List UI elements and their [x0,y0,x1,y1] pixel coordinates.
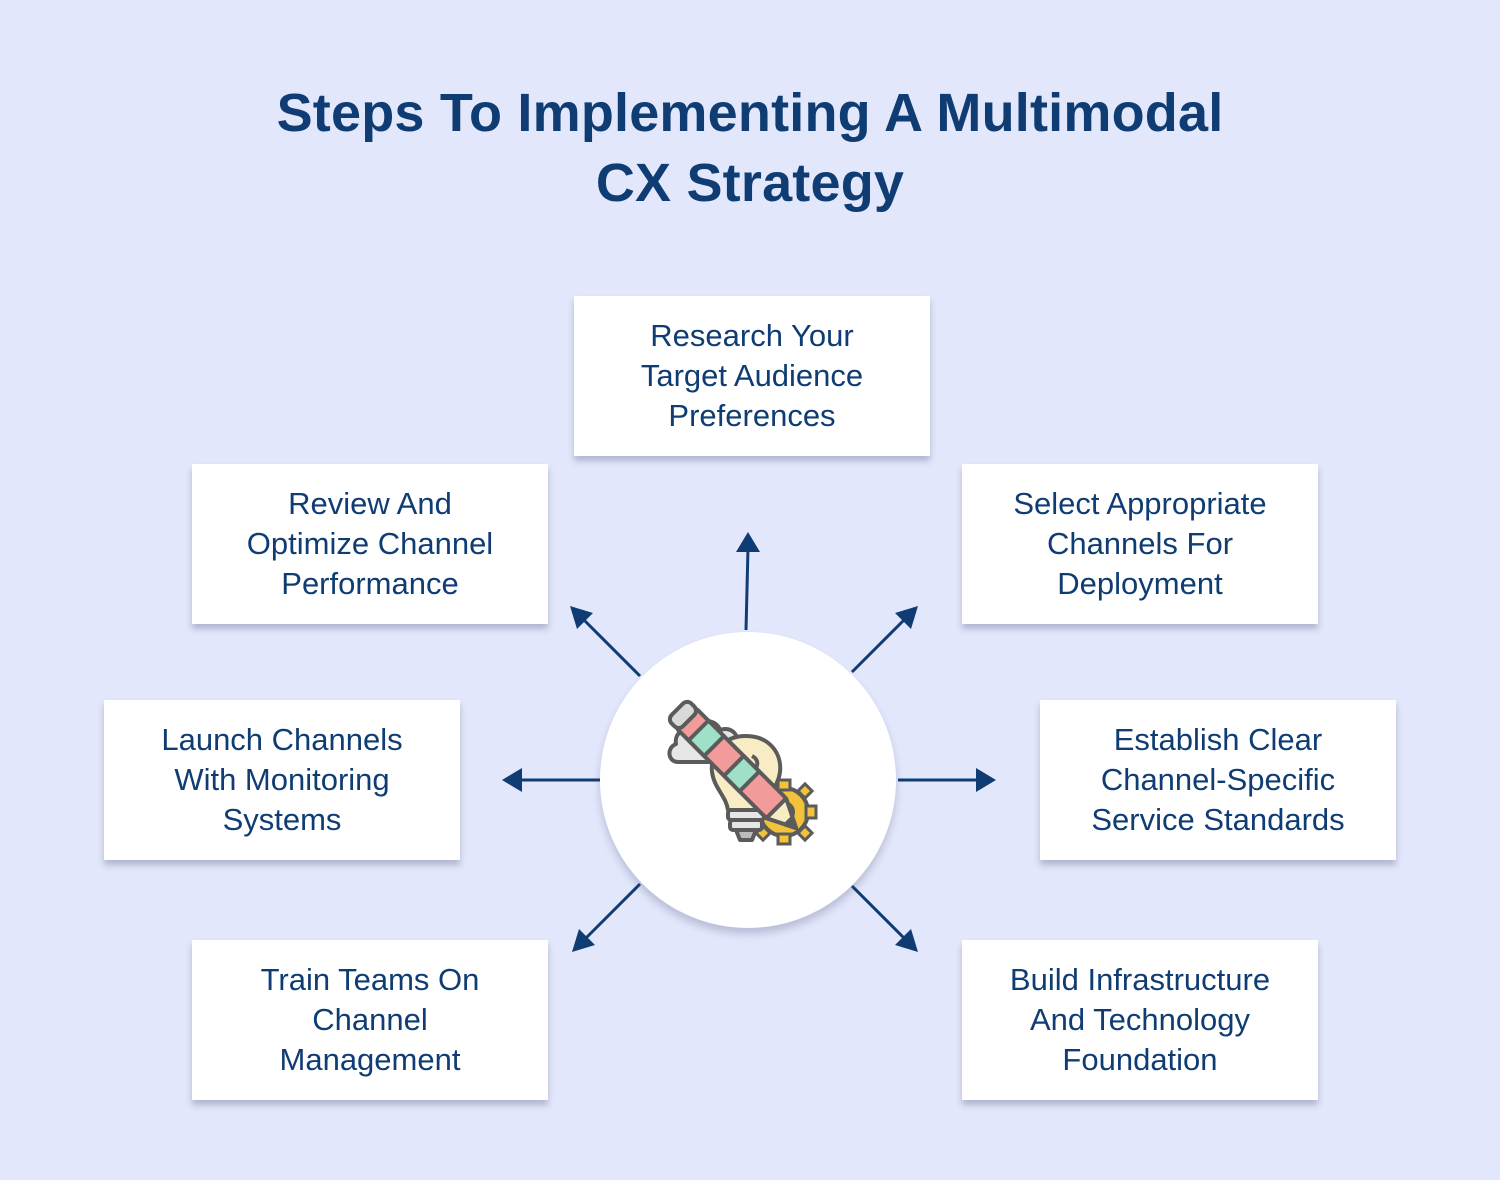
step-label: Build Infrastructure And Technology Foun… [1009,962,1271,1077]
arrow-to-review [582,618,642,678]
arrow-to-train [584,882,642,940]
arrowhead-establish [976,768,996,792]
step-launch-channels: Launch Channels With Monitoring Systems [104,700,460,860]
step-establish-standards: Establish Clear Channel-Specific Service… [1040,700,1396,860]
step-research-audience: Research Your Target Audience Preference… [574,296,930,456]
title-line-2: CX Strategy [595,153,905,213]
step-select-channels: Select Appropriate Channels For Deployme… [962,464,1318,624]
arrowhead-select [895,606,918,629]
step-label: Select Appropriate Channels For Deployme… [1013,486,1267,601]
step-build-infrastructure: Build Infrastructure And Technology Foun… [962,940,1318,1100]
pencil-icon [667,699,799,831]
step-label: Research Your Target Audience Preference… [640,318,864,433]
arrowhead-build [895,929,918,952]
arrow-to-build [850,884,908,942]
step-label: Launch Channels With Monitoring Systems [161,722,403,837]
step-label: Review And Optimize Channel Performance [246,486,494,601]
page-title: Steps To Implementing A Multimodal CX St… [0,78,1500,218]
step-label: Train Teams On Channel Management [260,962,480,1077]
step-train-teams: Train Teams On Channel Management [192,940,548,1100]
arrowhead-review [570,606,593,629]
arrowhead-research [736,532,760,552]
title-line-1: Steps To Implementing A Multimodal [276,83,1224,143]
central-hub [600,632,896,928]
arrow-to-select [850,616,908,674]
step-review-optimize: Review And Optimize Channel Performance [192,464,548,624]
idea-pencil-gear-icon [667,699,818,846]
arrow-to-research [744,547,750,631]
step-label: Establish Clear Channel-Specific Service… [1091,722,1345,837]
arrowhead-launch [502,768,522,792]
arrowhead-train [572,929,595,952]
